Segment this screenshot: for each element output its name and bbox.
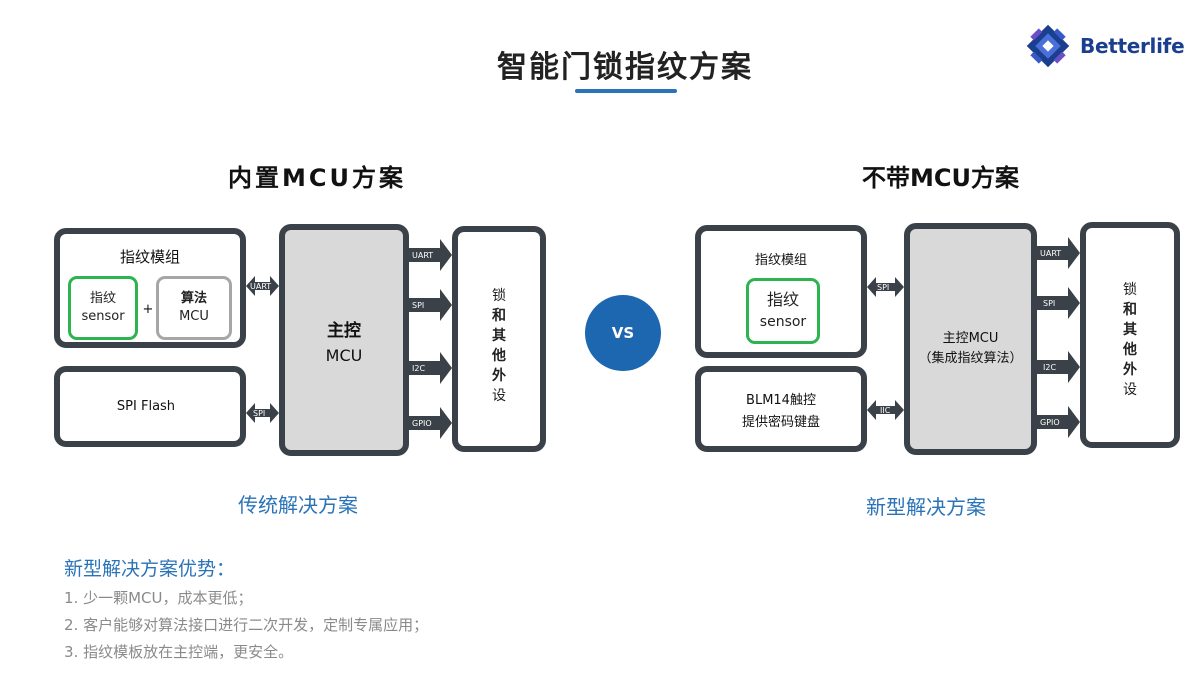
left-spi-left-tag: SPI <box>253 409 265 418</box>
left-i2c-arrow <box>409 352 452 384</box>
left-spi-double-arrow <box>246 403 279 423</box>
left-main-controller: 主控 MCU <box>279 224 409 456</box>
vs-badge: VS <box>585 295 661 371</box>
left-peripheral-label: 锁 和 其 他 外 设 <box>458 286 540 406</box>
left-algo-line1: 算法 <box>180 291 207 306</box>
right-i2c-arrow <box>1037 351 1080 383</box>
right-gpio-arrow <box>1037 406 1080 438</box>
left-peri-char: 其 <box>492 328 506 344</box>
right-main-line2: （集成指纹算法） <box>918 351 1023 366</box>
left-uart-double-arrow <box>246 276 279 296</box>
right-caption: 新型解决方案 <box>866 495 986 519</box>
right-spi-double-arrow <box>867 277 904 297</box>
right-peri-char: 他 <box>1123 342 1137 358</box>
right-peri-char: 外 <box>1123 362 1137 378</box>
right-uart-tag: UART <box>1040 249 1061 258</box>
right-main-line1: 主控MCU <box>942 331 999 346</box>
left-peri-char: 他 <box>492 348 506 364</box>
right-iic-double-arrow <box>867 400 904 420</box>
right-touch-line1: BLM14触控 <box>746 393 816 408</box>
left-caption: 传统解决方案 <box>238 493 358 517</box>
advantage-item: 2. 客户能够对算法接口进行二次开发，定制专属应用； <box>64 616 429 634</box>
left-peri-char: 锁 <box>492 288 506 304</box>
right-peri-char: 其 <box>1123 322 1137 338</box>
left-algo-mcu-box: 算法 MCU <box>156 276 232 340</box>
left-section-title: 内置MCU方案 <box>228 164 406 192</box>
right-sensor-box: 指纹 sensor <box>746 278 820 344</box>
left-sensor-line1: 指纹 <box>89 291 116 306</box>
right-main-label: 主控MCU （集成指纹算法） <box>910 329 1031 369</box>
advantage-item: 1. 少一颗MCU，成本更低； <box>64 589 253 607</box>
right-spi-tag: SPI <box>1043 299 1055 308</box>
right-peri-char: 设 <box>1123 382 1137 398</box>
brand-logo: Betterlife <box>1022 22 1185 70</box>
right-module-title: 指纹模组 <box>754 253 807 268</box>
left-algo-line2: MCU <box>179 309 209 324</box>
advantage-item: 3. 指纹模板放在主控端，更安全。 <box>64 643 294 661</box>
left-uart-left-tag: UART <box>250 282 271 291</box>
left-uart-arrow <box>409 239 452 271</box>
left-gpio-arrow <box>409 407 452 439</box>
right-iic-left-tag: IIC <box>880 406 891 415</box>
left-peri-char: 外 <box>492 368 506 384</box>
right-touch-line2: 提供密码键盘 <box>741 415 820 430</box>
right-peripheral-box: 锁 和 其 他 外 设 <box>1080 222 1180 448</box>
right-gpio-tag: GPIO <box>1040 418 1060 427</box>
left-spi-arrow <box>409 289 452 321</box>
spi-flash-label: SPI Flash <box>116 399 176 414</box>
left-fingerprint-module: 指纹模组 指纹 sensor + 算法 MCU <box>54 228 246 348</box>
right-spi-arrow <box>1037 287 1080 319</box>
right-touch-box: BLM14触控 提供密码键盘 <box>695 366 867 452</box>
left-gpio-tag: GPIO <box>412 419 432 428</box>
right-peri-char: 和 <box>1123 302 1137 318</box>
left-spi-tag: SPI <box>412 301 424 310</box>
right-peri-char: 锁 <box>1123 282 1137 298</box>
betterlife-logo-icon <box>1026 24 1070 68</box>
logo-text: Betterlife <box>1080 34 1185 58</box>
right-section-title: 不带MCU方案 <box>862 164 1019 192</box>
advantages-title: 新型解决方案优势： <box>64 558 236 580</box>
right-touch-label: BLM14触控 提供密码键盘 <box>701 390 861 434</box>
left-uart-tag: UART <box>412 251 433 260</box>
page-title: 智能门锁指纹方案 <box>497 50 753 85</box>
left-sensor-line2: sensor <box>81 309 125 324</box>
right-spi-left-tag: SPI <box>877 283 889 292</box>
right-fingerprint-module: 指纹模组 指纹 sensor <box>695 225 867 358</box>
left-peri-char: 和 <box>492 308 506 324</box>
right-uart-arrow <box>1037 237 1080 269</box>
left-spi-flash-box: SPI Flash <box>54 366 246 447</box>
left-peri-char: 设 <box>492 388 506 404</box>
left-module-title: 指纹模组 <box>119 248 180 266</box>
right-sensor-line1: 指纹 <box>766 290 799 309</box>
left-i2c-tag: I2C <box>412 364 425 373</box>
plus-sign: + <box>142 302 154 317</box>
right-peripheral-label: 锁 和 其 他 外 设 <box>1086 280 1174 400</box>
right-main-controller: 主控MCU （集成指纹算法） <box>904 223 1037 455</box>
left-main-line2: MCU <box>325 346 363 365</box>
left-main-line1: 主控 <box>327 321 361 341</box>
right-sensor-line2: sensor <box>759 314 807 330</box>
title-underline <box>575 89 677 93</box>
right-i2c-tag: I2C <box>1043 363 1056 372</box>
left-sensor-box: 指纹 sensor <box>68 276 138 340</box>
left-peripheral-box: 锁 和 其 他 外 设 <box>452 226 546 452</box>
